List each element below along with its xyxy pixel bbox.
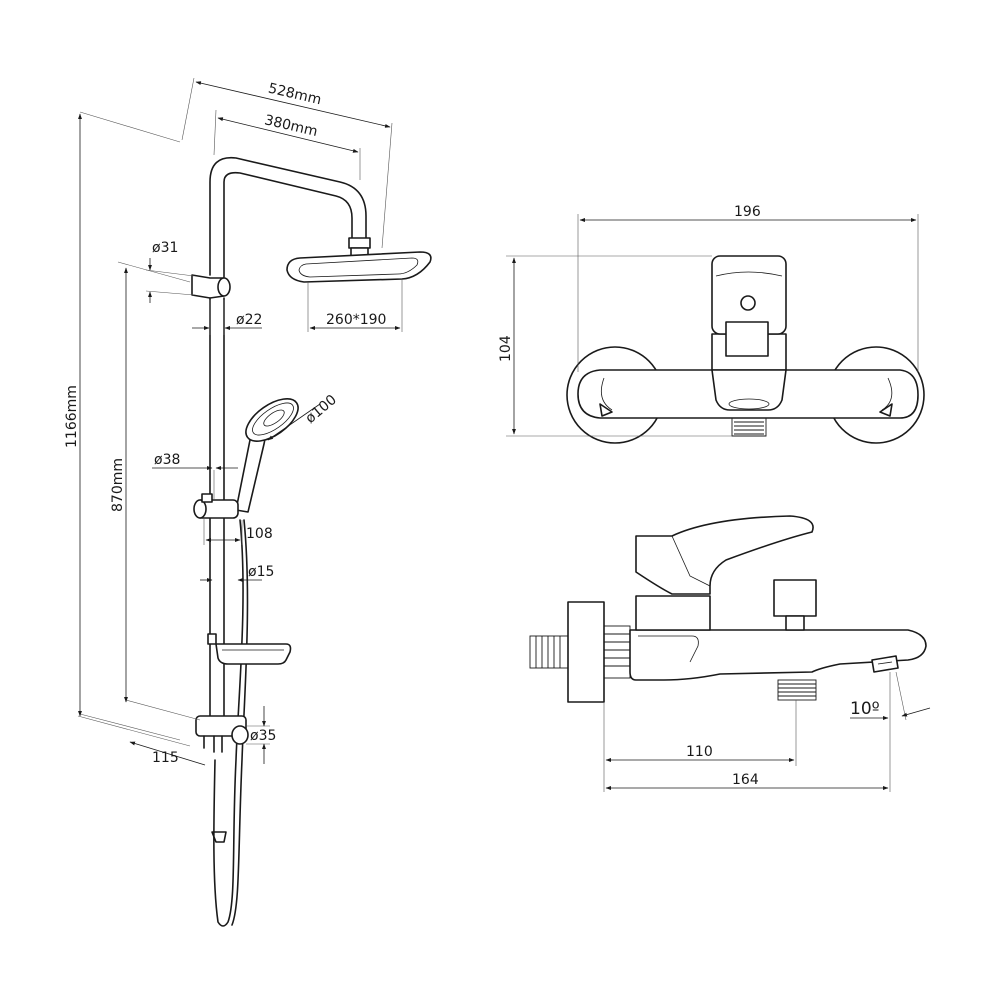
rain-shower-head xyxy=(286,251,432,283)
hand-shower xyxy=(235,398,299,513)
dim-outlet-offset: 115 xyxy=(152,750,179,766)
shower-column-view: 528mm 380mm 1166mm 870mm ø31 xyxy=(64,77,432,927)
dim-hand-shower-dia: ø100 xyxy=(303,392,340,427)
diverter-knob xyxy=(773,579,817,617)
dim-head-size: 260*190 xyxy=(326,312,386,328)
dim-rail-dia: ø15 xyxy=(248,564,274,580)
head-connector xyxy=(348,237,371,249)
mixer-front-view: 196 104 xyxy=(498,204,925,444)
dim-mixer-width: 196 xyxy=(734,204,761,220)
diverter-body xyxy=(195,715,249,843)
dim-rail-height: 870mm xyxy=(110,458,126,512)
mixer-side-view: 110 164 10º xyxy=(529,515,931,792)
dim-hand-shower-offset: 108 xyxy=(246,526,273,542)
riser-pipe xyxy=(209,156,367,276)
dim-inlet-to-outlet: 110 xyxy=(686,744,713,760)
soap-dish xyxy=(207,633,292,665)
wall-flange xyxy=(567,601,605,703)
dim-bottom-body-dia: ø35 xyxy=(250,728,276,744)
dim-total-height: 1166mm xyxy=(64,385,80,448)
dim-slider-dia: ø38 xyxy=(154,452,180,468)
mixer-lever xyxy=(635,515,814,595)
slider xyxy=(193,493,239,519)
dim-overall-width: 528mm xyxy=(267,81,323,109)
dim-inlet-to-spout: 164 xyxy=(732,772,759,788)
dim-spout-angle: 10º xyxy=(850,699,880,719)
dim-mixer-height: 104 xyxy=(498,335,514,362)
dim-top-bracket-dia: ø31 xyxy=(152,240,178,256)
dim-pipe-dia: ø22 xyxy=(236,312,262,328)
mixer-body-side xyxy=(629,629,927,681)
